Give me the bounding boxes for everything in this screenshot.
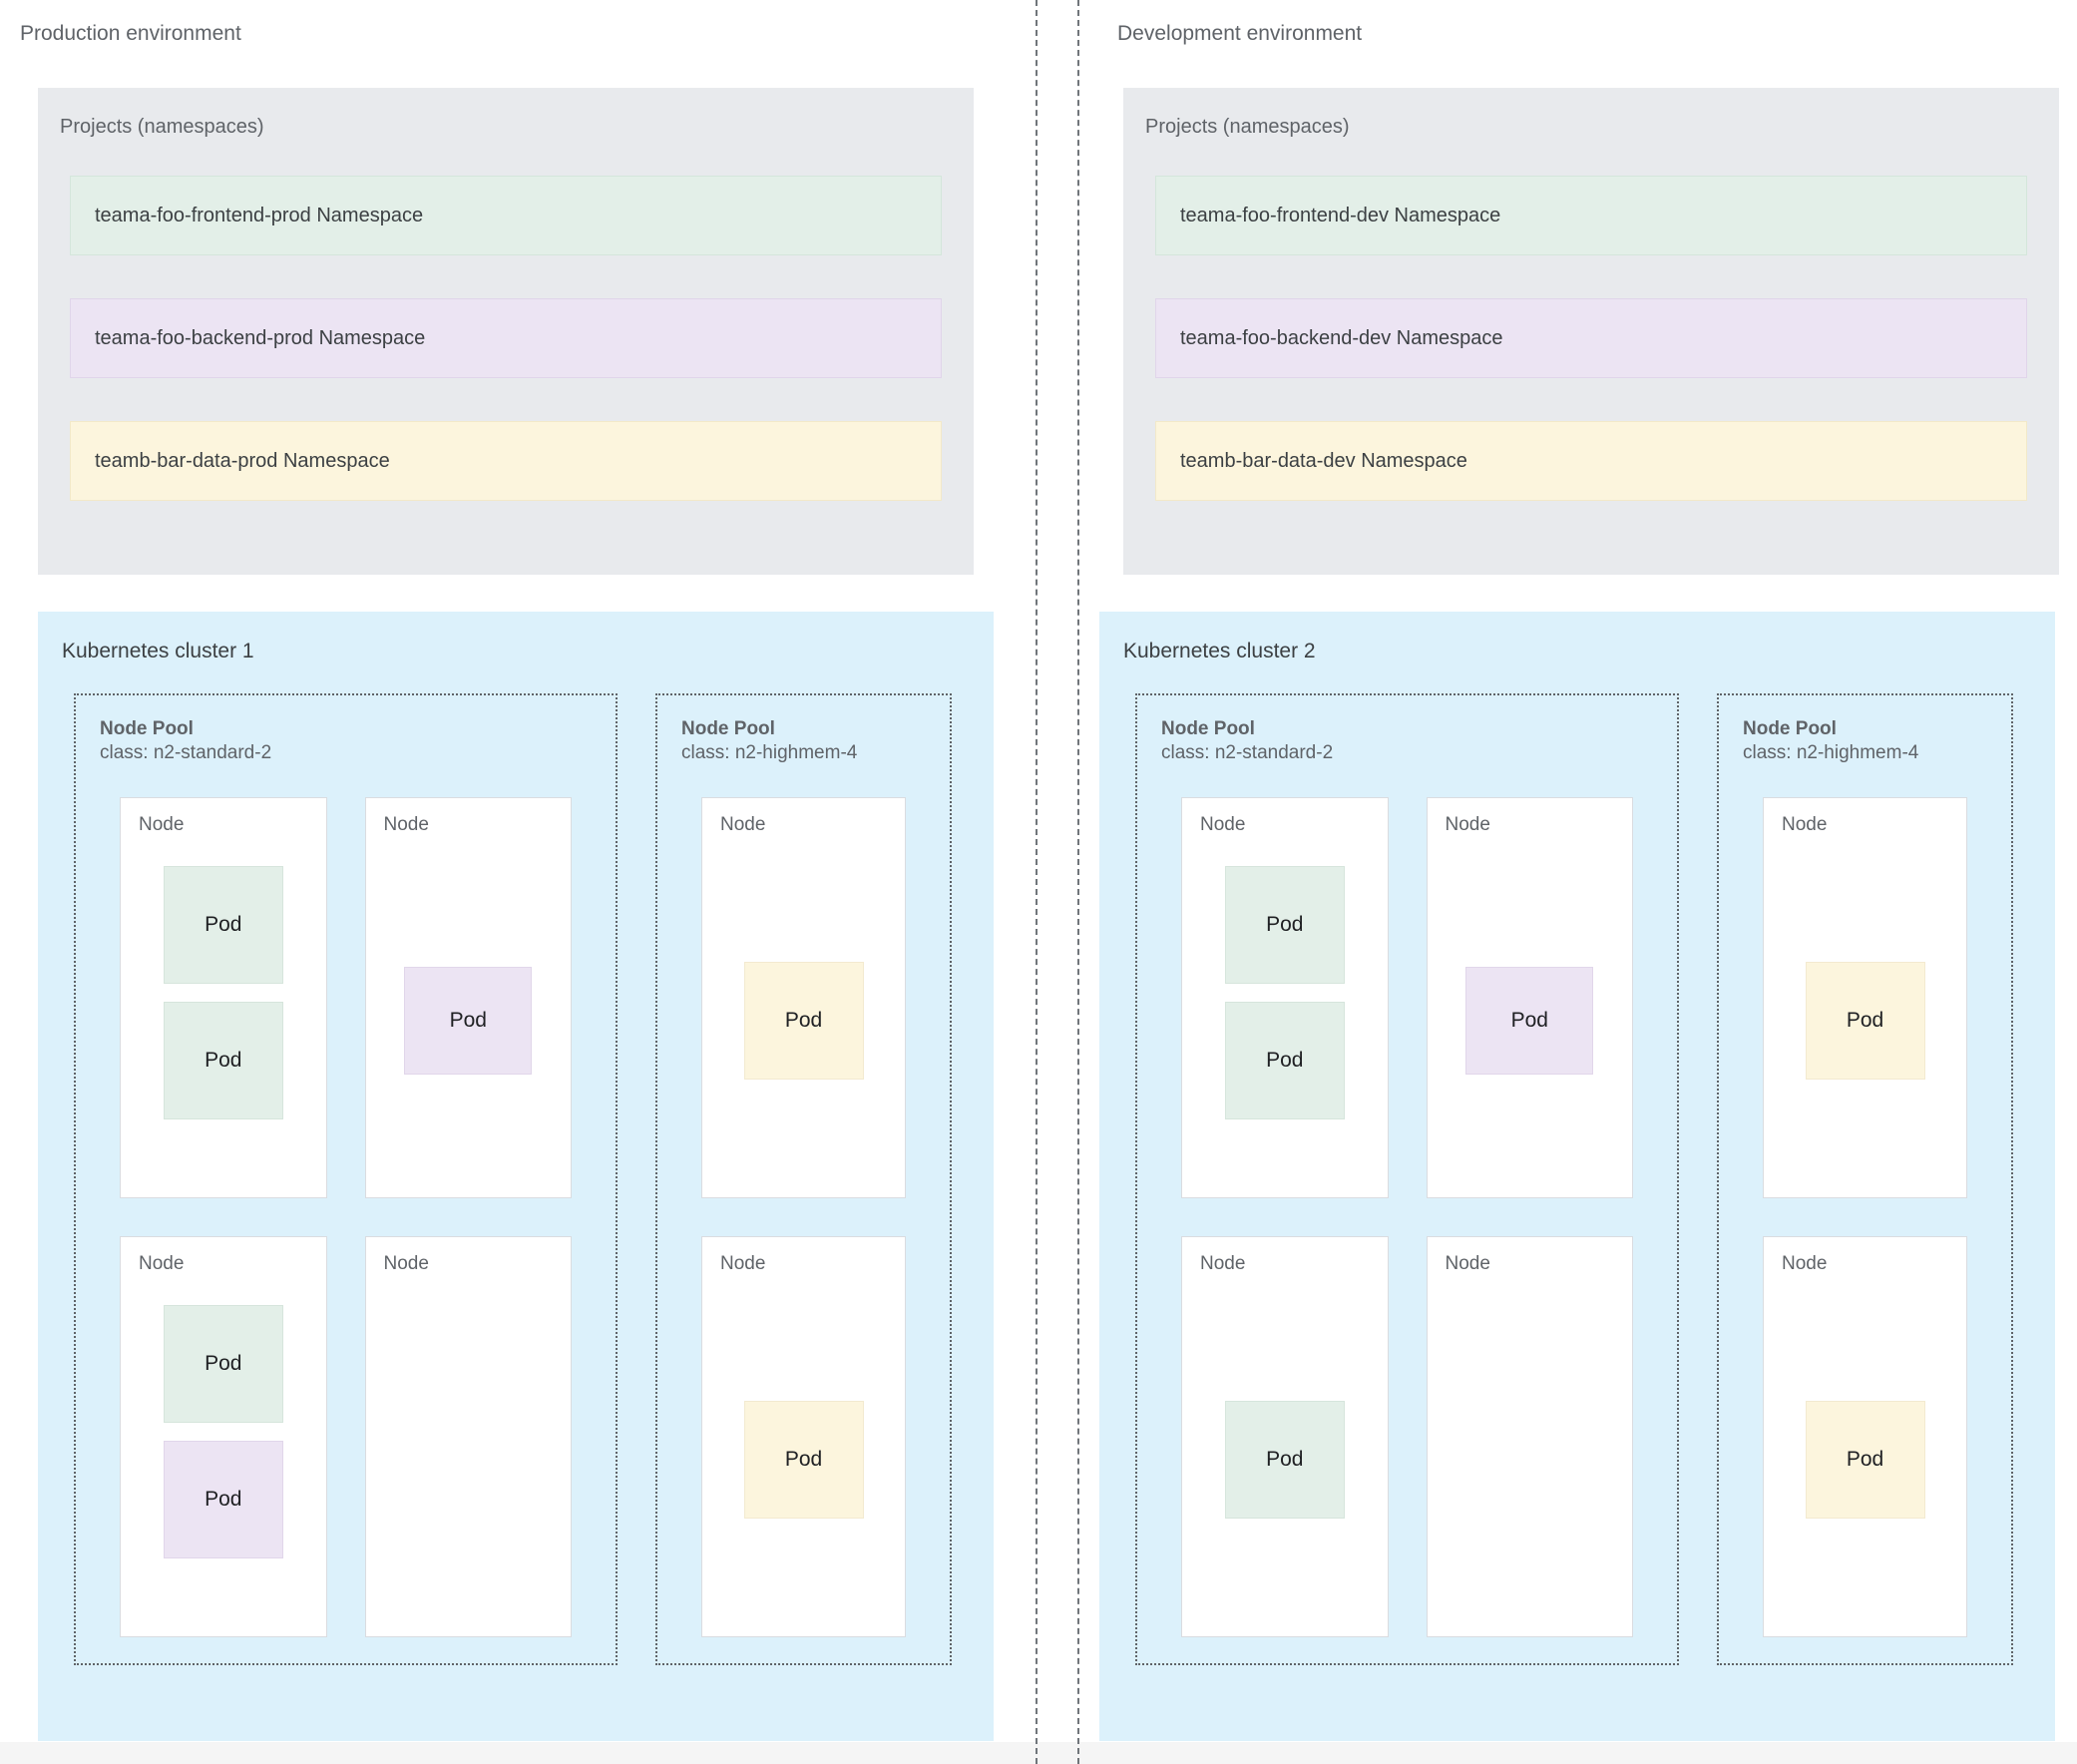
node-grid: Node Pod Node Pod — [701, 797, 906, 1637]
pod[interactable]: Pod — [404, 967, 533, 1075]
node-pool-list: Node Pool class: n2-standard-2 Node Pod … — [1135, 693, 2033, 1665]
node[interactable]: Node Pod — [1181, 1236, 1389, 1637]
node-label: Node — [139, 814, 185, 835]
node-pool-header: Node Pool class: n2-standard-2 — [1161, 717, 1333, 766]
node-label: Node — [720, 1253, 766, 1274]
node-label: Node — [1200, 814, 1246, 835]
namespace-box[interactable]: teamb-bar-data-dev Namespace — [1155, 421, 2027, 501]
namespace-list: teama-foo-frontend-prod Namespace teama-… — [70, 176, 942, 501]
pod[interactable]: Pod — [1224, 1002, 1345, 1119]
bottom-background-strip — [0, 1742, 2077, 1764]
node-pool-class: class: n2-highmem-4 — [681, 742, 858, 764]
node-pool-list: Node Pool class: n2-standard-2 Node Pod … — [74, 693, 972, 1665]
node[interactable]: Node Pod — [1763, 797, 1967, 1198]
environment-title: Production environment — [20, 22, 241, 45]
node-label: Node — [1782, 1253, 1828, 1274]
namespace-box[interactable]: teama-foo-backend-dev Namespace — [1155, 298, 2027, 378]
node-pool: Node Pool class: n2-standard-2 Node Pod … — [1135, 693, 1679, 1665]
node[interactable]: Node — [364, 1236, 572, 1637]
pod-stack: Pod Pod — [1182, 852, 1388, 1189]
cluster-title: Kubernetes cluster 1 — [62, 640, 254, 662]
node[interactable]: Node Pod — [1763, 1236, 1967, 1637]
pod[interactable]: Pod — [1805, 1401, 1925, 1519]
node-label: Node — [383, 814, 429, 835]
namespace-list: teama-foo-frontend-dev Namespace teama-f… — [1155, 176, 2027, 501]
node-pool-class: class: n2-standard-2 — [1161, 742, 1334, 764]
pod[interactable]: Pod — [1224, 1401, 1345, 1519]
node-label: Node — [1782, 814, 1828, 835]
pod-stack: Pod Pod — [121, 1291, 326, 1628]
environment-title: Development environment — [1117, 22, 1363, 45]
pod-stack: Pod — [366, 852, 572, 1189]
node-pool: Node Pool class: n2-highmem-4 Node Pod N… — [1717, 693, 2013, 1665]
pod[interactable]: Pod — [743, 1401, 864, 1519]
node-label: Node — [1200, 1253, 1246, 1274]
pod-stack: Pod — [702, 852, 905, 1189]
namespace-box[interactable]: teama-foo-frontend-dev Namespace — [1155, 176, 2027, 255]
pod[interactable]: Pod — [163, 1305, 283, 1423]
node-grid: Node Pod Pod Node Pod — [120, 797, 572, 1637]
node-pool-name: Node Pool — [1161, 718, 1255, 739]
node[interactable]: Node Pod Pod — [1181, 797, 1389, 1198]
kubernetes-cluster-panel: Kubernetes cluster 2 Node Pool class: n2… — [1099, 612, 2055, 1741]
pod[interactable]: Pod — [1805, 962, 1925, 1080]
node-pool-header: Node Pool class: n2-highmem-4 — [681, 717, 857, 766]
pod-stack: Pod — [1182, 1291, 1388, 1628]
pod[interactable]: Pod — [163, 866, 283, 984]
pod-stack: Pod Pod — [121, 852, 326, 1189]
pod[interactable]: Pod — [1224, 866, 1345, 984]
node[interactable]: Node Pod — [701, 1236, 906, 1637]
projects-panel-title: Projects (namespaces) — [60, 116, 264, 138]
pod-stack — [1428, 1291, 1633, 1628]
node-grid: Node Pod Pod Node Pod — [1181, 797, 1633, 1637]
node[interactable]: Node Pod — [364, 797, 572, 1198]
node-label: Node — [139, 1253, 185, 1274]
pod[interactable]: Pod — [743, 962, 864, 1080]
node[interactable]: Node — [1426, 1236, 1633, 1637]
environment-divider-right — [1077, 0, 1079, 1764]
namespace-box[interactable]: teamb-bar-data-prod Namespace — [70, 421, 942, 501]
pod-stack: Pod — [702, 1291, 905, 1628]
node-label: Node — [1445, 1253, 1490, 1274]
node-pool: Node Pool class: n2-standard-2 Node Pod … — [74, 693, 618, 1665]
pod[interactable]: Pod — [1465, 967, 1594, 1075]
node-pool-header: Node Pool class: n2-standard-2 — [100, 717, 271, 766]
node[interactable]: Node Pod — [701, 797, 906, 1198]
projects-panel: Projects (namespaces) teama-foo-frontend… — [1123, 88, 2059, 575]
environment-divider-left — [1036, 0, 1038, 1764]
projects-panel-title: Projects (namespaces) — [1145, 116, 1350, 138]
projects-panel: Projects (namespaces) teama-foo-frontend… — [38, 88, 974, 575]
pod[interactable]: Pod — [163, 1002, 283, 1119]
environment-production: Production environment Projects (namespa… — [0, 0, 1028, 1764]
node[interactable]: Node Pod Pod — [120, 797, 327, 1198]
node-label: Node — [383, 1253, 429, 1274]
pod-stack: Pod — [1764, 852, 1966, 1189]
pod-stack: Pod — [1428, 852, 1633, 1189]
node-pool-class: class: n2-standard-2 — [100, 742, 272, 764]
namespace-box[interactable]: teama-foo-frontend-prod Namespace — [70, 176, 942, 255]
node-pool-name: Node Pool — [681, 718, 775, 739]
pod-stack — [366, 1291, 572, 1628]
cluster-title: Kubernetes cluster 2 — [1123, 640, 1316, 662]
node-pool-header: Node Pool class: n2-highmem-4 — [1743, 717, 1918, 766]
environment-development: Development environment Projects (namesp… — [1091, 0, 2077, 1764]
node[interactable]: Node Pod Pod — [120, 1236, 327, 1637]
node-pool-name: Node Pool — [100, 718, 194, 739]
node-label: Node — [720, 814, 766, 835]
namespace-box[interactable]: teama-foo-backend-prod Namespace — [70, 298, 942, 378]
pod[interactable]: Pod — [163, 1441, 283, 1558]
pod-stack: Pod — [1764, 1291, 1966, 1628]
node-pool: Node Pool class: n2-highmem-4 Node Pod N… — [655, 693, 952, 1665]
kubernetes-cluster-panel: Kubernetes cluster 1 Node Pool class: n2… — [38, 612, 994, 1741]
node-label: Node — [1445, 814, 1490, 835]
node-pool-class: class: n2-highmem-4 — [1743, 742, 1919, 764]
node-pool-name: Node Pool — [1743, 718, 1837, 739]
node[interactable]: Node Pod — [1426, 797, 1633, 1198]
node-grid: Node Pod Node Pod — [1763, 797, 1967, 1637]
